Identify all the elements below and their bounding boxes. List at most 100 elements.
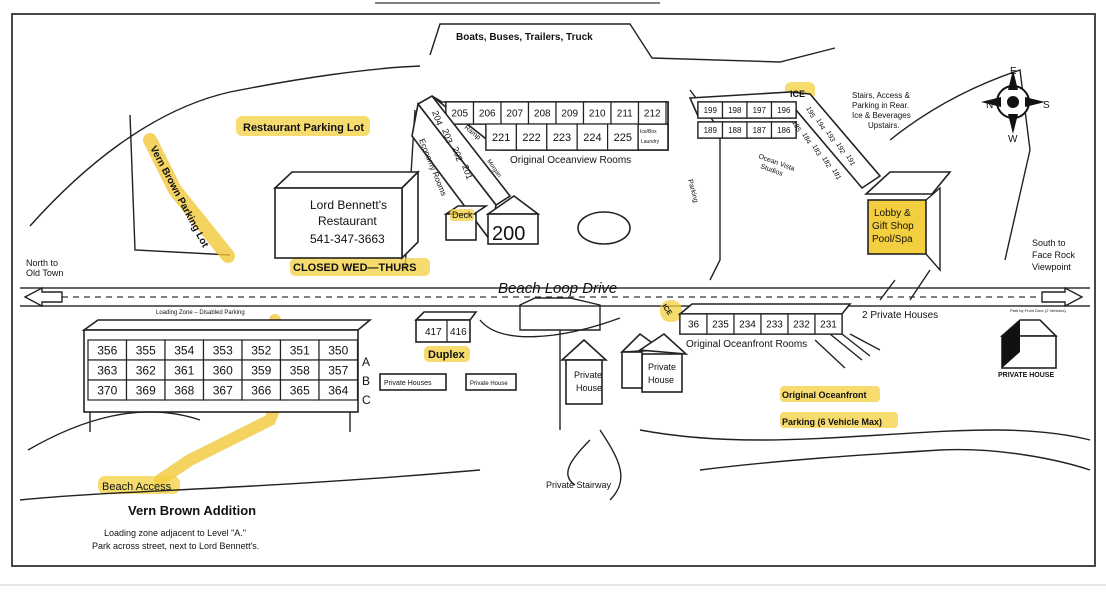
coastline-2 [699,448,1091,471]
loading-zone-label: Loading Zone – Disabled Parking [156,310,245,316]
lord-bennett-phone: 541-347-3663 [310,232,385,246]
private-house-1 [559,338,609,405]
room-number: 188 [728,126,742,135]
room-number: 223 [553,132,571,144]
room-cell [318,379,359,401]
room-number: 184 [800,132,812,146]
room-number: 366 [251,383,271,397]
stairs-line-3: Ice & Beverages [852,111,911,120]
boats-label: Boats, Buses, Trailers, Truck [456,32,593,43]
private-house-box [465,373,517,391]
private-house-caps-label: PRIVATE HOUSE [998,372,1054,379]
vern-lot-highlight [143,133,235,263]
room-number: 222 [522,132,540,144]
arrow-left-icon [23,286,63,308]
room-number: 364 [328,383,348,397]
oceanfront-parking-line-2: Parking (6 Vehicle Max) [782,417,882,427]
room-number: 209 [561,109,578,120]
room-number: 225 [614,132,632,144]
room-number: 191 [844,154,856,168]
stairs-line-1: Stairs, Access & [852,91,910,100]
room-number: 186 [777,126,791,135]
stairs-line-2: Parking in Rear. [852,101,909,110]
oceanfront-parking-line-1: Original Oceanfront [782,390,867,400]
room-number: 358 [290,363,310,377]
icebox-label: Ice/Box [640,129,657,135]
duplex-room-417: 417 [425,327,442,338]
room-number: 207 [506,109,523,120]
private-stairway-label: Private Stairway [546,480,612,490]
room-number: 193 [824,130,836,144]
room-number: 202 [450,145,465,163]
stairway-lines [479,317,622,501]
closed-highlight [290,258,430,276]
room-number: 365 [290,383,310,397]
duplex-highlight [424,346,470,362]
room-number: 197 [753,106,767,115]
park-by-front-door-label: Park by Front Door (2 Vehicles) [1010,308,1066,313]
level-b: B [362,374,370,388]
coastline-1 [639,429,1091,441]
room-number: 360 [213,363,233,377]
room-number: 231 [820,320,837,331]
oceanview-label: Original Oceanview Rooms [510,155,631,166]
lobby-building [863,171,952,272]
arrow-right-icon [1041,286,1084,308]
lord-bennett-name: Lord Bennett's [310,198,387,212]
room-number: 356 [97,343,117,357]
private-house-1-line-1: Private [574,370,602,380]
compass-n: N [986,100,993,111]
room-number: 192 [834,142,846,156]
duplex-building [414,311,478,343]
private-house-small-label: Private House [470,381,508,387]
room-number: 369 [136,383,156,397]
room-number: 212 [644,109,661,120]
room-number: 363 [97,363,117,377]
room-number: 234 [739,320,756,331]
room-cell [814,313,843,335]
room-number: 194 [814,118,826,132]
duplex-label: Duplex [428,349,466,361]
room-cell [515,123,548,151]
beach-loop-label: Beach Loop Drive [498,280,617,297]
lobby-line-1: Lobby & [874,208,911,219]
room-number: 362 [136,363,156,377]
room-number: 211 [617,109,633,120]
room-number: 205 [451,109,468,120]
room-number: 196 [777,106,791,115]
room-number: 232 [793,320,810,331]
room-number: 368 [174,383,194,397]
ice-lower-highlight [660,300,682,322]
room-number: 201 [460,163,475,181]
vern-lot-outline [129,114,231,256]
room-number: 185 [790,120,802,134]
room-cell [576,123,609,151]
compass-w: W [1008,134,1018,145]
room-number: 354 [174,343,194,357]
oceanfront-stairs [814,333,881,369]
room-cell [770,121,797,139]
loading-note-line-1: Loading zone adjacent to Level "A." [104,528,246,538]
room-cell [606,123,639,151]
room-number: 221 [492,132,510,144]
private-houses-box [379,373,447,391]
restaurant-parking-highlight [236,116,370,136]
stairs-line-4: Upstairs. [868,121,900,130]
vern-addition-label: Vern Brown Addition [128,503,256,518]
room-number: 208 [534,109,551,120]
room-number: 359 [251,363,271,377]
room-number: 182 [820,156,832,170]
private-houses-label: Private Houses [384,380,432,387]
level-c: C [362,393,371,407]
private-house-2-line-1: Private [648,362,676,372]
private-house-far-right [999,319,1058,369]
room-number: 233 [766,320,783,331]
upper-lot-curve [29,65,421,227]
room-200-block [485,195,541,245]
oceanfront-label: Original Oceanfront Rooms [686,339,807,350]
south-to-line-3: Viewpoint [1032,262,1071,272]
